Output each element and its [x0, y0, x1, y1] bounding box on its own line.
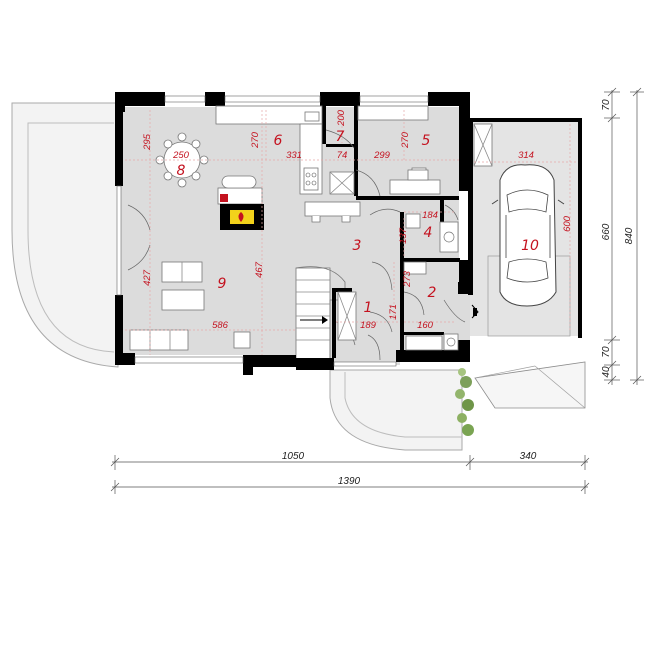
- plants: [455, 368, 474, 436]
- room-number-10: 10: [521, 238, 539, 254]
- inner-dimensions: 295 270 331 200 74 270 299 250 314 184 1…: [142, 109, 573, 331]
- dim-273: 273: [402, 270, 413, 288]
- carport-roof: [474, 361, 586, 409]
- dim-270-room5: 270: [400, 131, 411, 149]
- dim-74: 74: [337, 150, 348, 161]
- terrace-front: [329, 369, 463, 451]
- room-number-6: 6: [274, 133, 283, 149]
- dim-270-kitchen: 270: [250, 131, 261, 149]
- overall-dim-1050: 1050: [282, 451, 305, 462]
- doors: [127, 129, 466, 361]
- room-number-3: 3: [353, 238, 362, 254]
- room-number-7: 7: [336, 129, 345, 145]
- overall-dim-1390: 1390: [338, 476, 361, 487]
- dim-314: 314: [518, 150, 534, 161]
- dimension-lines: [125, 110, 578, 355]
- dim-299: 299: [373, 150, 391, 161]
- staircase: [295, 266, 346, 361]
- overall-dim-right-70-top: 70: [601, 99, 612, 111]
- overall-dimensions-bottom: 1050 340 1390: [110, 451, 590, 494]
- overall-dim-right-70-low: 70: [601, 346, 612, 358]
- terrace-left: [11, 102, 119, 368]
- windows: [116, 95, 429, 367]
- walls: [115, 92, 582, 375]
- dim-200: 200: [336, 109, 347, 127]
- room-numbers: 1 2 3 4 5 6 7 8 9 10: [177, 129, 539, 316]
- car-icon: [491, 164, 565, 307]
- room-number-8: 8: [177, 163, 186, 179]
- overall-dim-40: 40: [601, 366, 612, 378]
- room-number-4: 4: [424, 225, 433, 241]
- room-number-5: 5: [422, 133, 431, 149]
- dim-427: 427: [142, 269, 153, 286]
- dim-189: 189: [360, 320, 377, 331]
- room-number-1: 1: [364, 300, 373, 316]
- dim-171: 171: [388, 304, 399, 320]
- furniture: [129, 105, 459, 351]
- overall-dim-660: 660: [601, 223, 612, 240]
- overall-dimensions-right: 70 660 840 70 40: [601, 87, 644, 385]
- garage: [471, 123, 571, 337]
- dim-250: 250: [172, 150, 190, 161]
- dim-586: 586: [212, 320, 229, 331]
- overall-dim-840: 840: [624, 227, 635, 244]
- dim-184: 184: [422, 210, 438, 221]
- dim-331: 331: [286, 150, 302, 161]
- dim-600: 600: [562, 215, 573, 232]
- overall-dim-340: 340: [520, 451, 537, 462]
- room-number-9: 9: [218, 276, 227, 292]
- dim-160: 160: [417, 320, 434, 331]
- room-number-2: 2: [428, 285, 437, 301]
- dim-295: 295: [142, 133, 153, 151]
- dim-137: 137: [398, 227, 409, 244]
- dim-467: 467: [254, 261, 265, 278]
